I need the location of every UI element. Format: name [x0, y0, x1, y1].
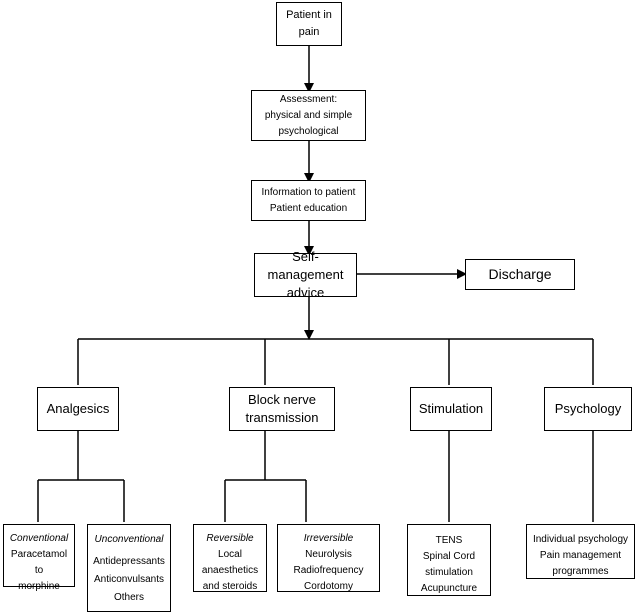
node-psychology-methods: Individual psychology Pain management pr…: [526, 524, 635, 579]
node-patient-in-pain: Patient in pain: [276, 2, 342, 46]
node-information: Information to patient Patient education: [251, 180, 366, 221]
node-irreversible: Irreversible Neurolysis Radiofrequency C…: [277, 524, 380, 592]
node-block-nerve-transmission: Block nerve transmission: [229, 387, 335, 431]
node-reversible: Reversible Local anaesthetics and steroi…: [193, 524, 267, 592]
node-psychology: Psychology: [544, 387, 632, 431]
node-discharge: Discharge: [465, 259, 575, 290]
node-conventional: Conventional Paracetamol to morphine: [3, 524, 75, 592]
node-stimulation-methods: TENS Spinal Cord stimulation Acupuncture: [407, 524, 491, 596]
node-assessment: Assessment: physical and simple psycholo…: [251, 90, 366, 141]
node-self-management: Self-management advice: [254, 249, 357, 300]
node-stimulation: Stimulation: [410, 387, 492, 431]
node-unconventional: Unconventional Antidepressants Anticonvu…: [87, 524, 171, 612]
node-analgesics: Analgesics: [37, 387, 119, 431]
